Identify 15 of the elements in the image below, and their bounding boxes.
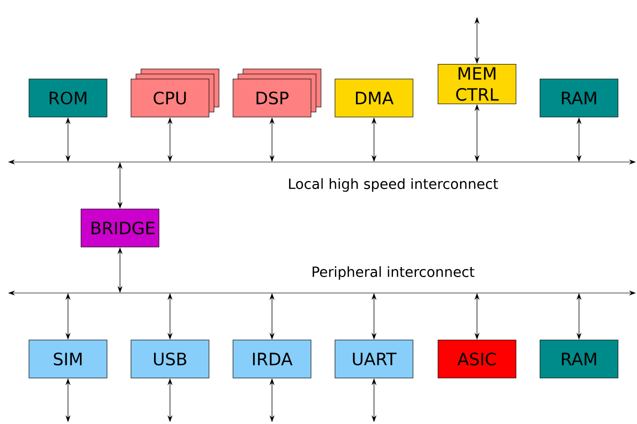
- component-box: MEM CTRL: [438, 64, 516, 104]
- bridge-box: BRIDGE: [80, 208, 160, 248]
- component-stack: DSP: [232, 68, 322, 118]
- component-box: ROM: [28, 78, 108, 118]
- component-box: IRDA: [232, 340, 312, 378]
- component-box: ASIC: [438, 340, 516, 378]
- component-box: UART: [334, 340, 414, 378]
- component-stack: CPU: [130, 68, 220, 118]
- bus-label: Local high speed interconnect: [289, 178, 498, 192]
- component-box: SIM: [28, 340, 108, 378]
- component-box: RAM: [540, 78, 618, 118]
- component-box: USB: [130, 340, 210, 378]
- component-box: RAM: [540, 340, 618, 378]
- bus-label: Peripheral interconnect: [312, 266, 474, 280]
- component-box: DMA: [334, 78, 414, 118]
